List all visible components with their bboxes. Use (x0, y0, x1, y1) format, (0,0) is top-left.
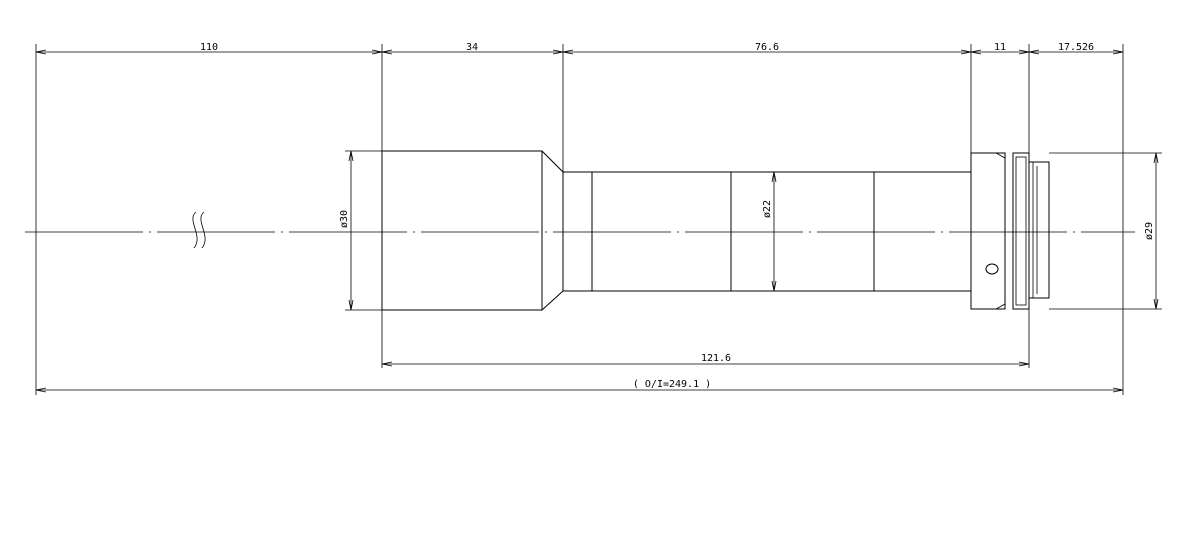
taper (541, 150, 564, 311)
rear-ring (1012, 152, 1030, 310)
dim-label-dia-30: ø30 (339, 210, 350, 228)
dia-29-dimension-line (1153, 152, 1159, 310)
rear-collar (970, 152, 1006, 310)
collar-step-bottom (995, 303, 1006, 310)
extension-lines (35, 44, 1162, 395)
dim-label-76-6: 76.6 (755, 42, 779, 53)
locking-screw (985, 263, 999, 275)
dim-label-121-6: 121.6 (701, 353, 731, 364)
dim-label-34: 34 (466, 42, 478, 53)
middle-tube (562, 171, 972, 292)
dia-30-dimension-line (348, 150, 354, 311)
dim-label-17-526: 17.526 (1058, 42, 1094, 53)
lens-length-dimension-line (381, 361, 1030, 367)
rear-ring-inner (1015, 156, 1027, 306)
dim-label-dia-22: ø22 (762, 200, 773, 218)
front-barrel (381, 150, 543, 311)
break-symbol (192, 211, 206, 249)
mount-thread (1028, 161, 1050, 299)
lens-body (381, 150, 1050, 311)
dia-22-dimension-line (771, 171, 777, 292)
dim-label-11: 11 (994, 42, 1006, 53)
dim-label-total-oi: ( O/I=249.1 ) (633, 379, 711, 390)
collar-step-top (995, 152, 1006, 159)
total-oi-dimension-line (35, 387, 1124, 393)
top-dimension-line (35, 49, 1124, 55)
dim-label-110: 110 (200, 42, 218, 53)
dim-label-dia-29: ø29 (1144, 222, 1155, 240)
